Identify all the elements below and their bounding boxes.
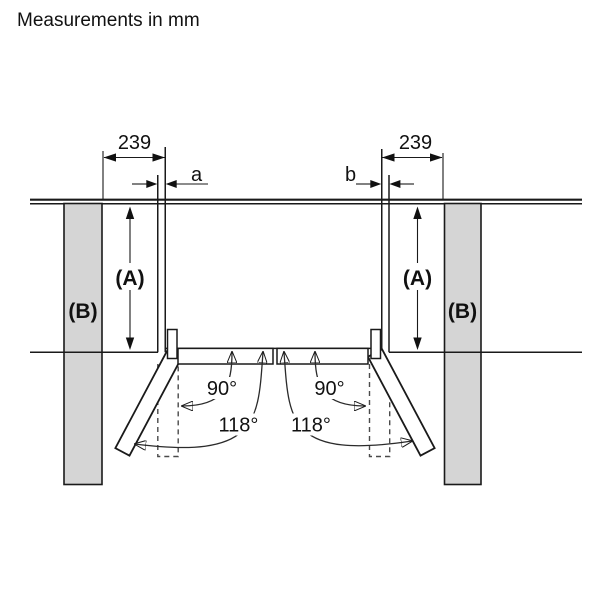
depth-arrow-right: (A) <box>398 206 437 350</box>
gap-a-label: a <box>191 164 203 186</box>
dim-239-right-label: 239 <box>399 132 432 154</box>
hinge-left <box>166 328 178 360</box>
angle-90-left-label: 90° <box>207 378 237 400</box>
door-left-open-118 <box>114 348 184 457</box>
depth-left-label: (A) <box>115 267 144 290</box>
depth-right-label: (A) <box>403 267 432 290</box>
hinge-right <box>370 328 382 360</box>
gap-b-label: b <box>345 164 356 186</box>
dim-gap-a: a <box>132 164 208 188</box>
niche-walls <box>30 147 582 353</box>
wall-left-label: (B) <box>68 300 97 323</box>
side-wall-right <box>443 202 482 486</box>
side-wall-left <box>63 202 103 486</box>
dim-gap-b: b <box>345 164 414 188</box>
closed-doors <box>166 328 382 365</box>
dim-239-left-label: 239 <box>118 132 151 154</box>
dim-239-right: 239 <box>382 132 444 200</box>
angle-90-right-label: 90° <box>314 378 344 400</box>
wall-right-label: (B) <box>448 300 477 323</box>
top-wall <box>30 198 582 205</box>
angle-118-right-label: 118° <box>291 415 331 437</box>
depth-arrow-left: (A) <box>111 206 149 350</box>
page-title: Measurements in mm <box>17 10 200 31</box>
angle-118-left-label: 118° <box>219 415 259 437</box>
door-right-open-118 <box>366 348 436 457</box>
dim-239-left: 239 <box>102 132 165 200</box>
door-right-closed <box>276 347 369 365</box>
door-left-closed <box>177 347 274 365</box>
angle-labels: 90° 90° 118° 118° <box>200 377 352 437</box>
